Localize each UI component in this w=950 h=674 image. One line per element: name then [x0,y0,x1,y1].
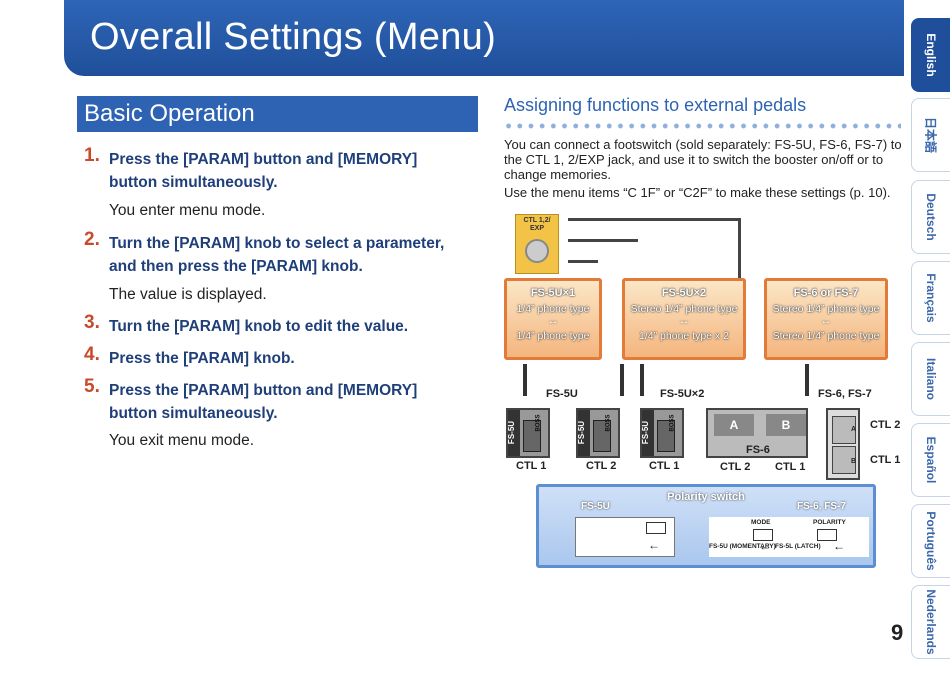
section-heading-basic: Basic Operation [77,96,478,132]
step-result: You exit menu mode. [109,432,255,449]
cable-box-fs5u-double: FS-5U×2 Stereo 1/4” phone type ↔ 1/4” ph… [622,278,746,360]
polarity-right-label: FS-6, FS-7 [797,501,846,512]
step-text: Turn the [PARAM] knob to select a parame… [109,235,445,275]
tab-japanese[interactable]: 日本語 [911,98,950,172]
jack-label: CTL 1,2/ EXP [523,217,551,232]
group-label: FS-5U [546,388,578,400]
group-label: FS-6, FS-7 [818,388,872,400]
fs5u-polarity-illustration: ← [575,517,675,557]
tab-portugues[interactable]: Português [911,504,950,578]
fs5u-pedal: FS-5U BOSS [640,408,684,458]
cable [738,218,741,278]
cable [568,260,598,263]
plug-icon [620,364,624,396]
fs6-button-b: B [766,414,806,436]
arrow-left-icon: ← [833,539,845,553]
polarity-title: Polarity switch [667,491,745,503]
group-label: FS-5U×2 [660,388,705,400]
title-banner: Overall Settings (Menu) [64,0,904,76]
plug-icon [640,364,644,396]
arrow-left-icon: ← [648,538,660,552]
section-heading-assign: Assigning functions to external pedals [504,95,807,115]
tab-nederlands[interactable]: Nederlands [911,585,950,659]
page-title: Overall Settings (Menu) [90,16,497,58]
step-number: 5. [84,376,100,397]
arrow-left-icon: ← [759,539,771,553]
ctl-label: CTL 2 [870,419,901,431]
plug-icon [805,364,809,396]
tab-italiano[interactable]: Italiano [911,342,950,416]
bidirectional-arrow-icon: ↔ [547,315,559,327]
polarity-left-label: FS-5U [581,501,610,512]
step-text: Turn the [PARAM] knob to edit the value. [109,318,409,335]
fs5u-pedal: FS-5U BOSS [576,408,620,458]
step-number: 4. [84,344,100,365]
ctl-label: CTL 2 [586,460,617,472]
step-number: 3. [84,312,100,333]
ctl-label: CTL 1 [649,460,680,472]
cable [568,239,638,242]
fs5u-pedal: FS-5U BOSS [506,408,550,458]
dotted-divider [503,122,901,130]
fs7-pedal: A B [826,408,860,480]
step-number: 2. [84,229,100,250]
bidirectional-arrow-icon: ↔ [678,315,690,327]
polarity-switch-panel: Polarity switch FS-5U FS-6, FS-7 ← MODE … [536,484,876,568]
fs6-pedal: A B FS-6 [706,408,808,458]
step-result: The value is displayed. [109,286,267,303]
polarity-switch-icon [817,529,837,541]
jack-socket-icon [525,239,549,263]
ctl-label: CTL 2 [720,461,751,473]
plug-icon [523,364,527,396]
cable-box-fs5u-single: FS-5U×1 1/4” phone type ↔ 1/4” phone typ… [504,278,602,360]
step-result: You enter menu mode. [109,202,266,219]
step-text: Press the [PARAM] knob. [109,350,295,367]
pedal-connection-diagram: CTL 1,2/ EXP FS-5U×1 1/4” phone type ↔ 1… [498,208,908,568]
step-text: Press the [PARAM] button and [MEMORY] bu… [109,151,418,191]
assign-menu-note: Use the menu items “C 1F” or “C2F” to ma… [504,185,891,200]
assign-description: You can connect a footswitch (sold separ… [504,137,902,182]
tab-francais[interactable]: Français [911,261,950,335]
cable-box-fs6-fs7: FS-6 or FS-7 Stereo 1/4” phone type ↔ St… [764,278,888,360]
step-number: 1. [84,145,100,166]
ctl-label: CTL 1 [870,454,901,466]
tab-english[interactable]: English [911,18,950,92]
step-text: Press the [PARAM] button and [MEMORY] bu… [109,382,418,422]
page-number: 9 [891,620,904,645]
ctl-exp-jack: CTL 1,2/ EXP [515,214,559,274]
ctl-label: CTL 1 [516,460,547,472]
bidirectional-arrow-icon: ↔ [820,315,832,327]
cable [568,218,738,221]
switch-icon [646,522,666,534]
tab-espanol[interactable]: Español [911,423,950,497]
mode-switch-icon [753,529,773,541]
ctl-label: CTL 1 [775,461,806,473]
fs6-polarity-illustration: MODE POLARITY FS-5U (MOMENTARY) FS-5L (L… [709,517,869,557]
fs6-button-a: A [714,414,754,436]
fs6-name: FS-6 [746,444,770,456]
tab-deutsch[interactable]: Deutsch [911,180,950,254]
